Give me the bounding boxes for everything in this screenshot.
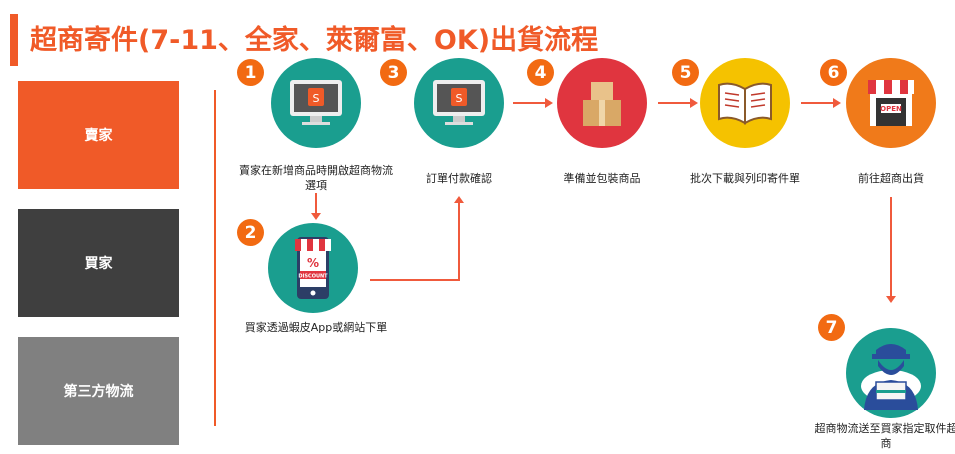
title-accent-bar	[10, 14, 18, 66]
store-open-icon: OPEN	[846, 58, 936, 148]
open-book-icon	[700, 58, 790, 148]
page-title: 超商寄件(7-11、全家、萊爾富、OK)出貨流程	[30, 25, 599, 56]
step-badge-6: 6	[820, 59, 847, 86]
courier-delivery-icon	[846, 328, 936, 418]
step-label-6: 前往超商出貨	[858, 172, 924, 185]
step-badge-7: 7	[818, 314, 845, 341]
step-badge-5: 5	[672, 59, 699, 86]
step-badge-4: 4	[527, 59, 554, 86]
step-label-7: 超商物流送至買家指定取件超商	[814, 422, 955, 450]
percent-glyph: %	[307, 256, 319, 270]
step-label-4: 準備並包裝商品	[563, 172, 641, 185]
lane-buyer: 買家	[18, 209, 179, 317]
step-label-5: 批次下載與列印寄件單	[690, 172, 800, 185]
step-label-2: 買家透過蝦皮App或網站下單	[244, 321, 388, 334]
computer-shop-icon: S	[414, 58, 504, 148]
lane-divider	[214, 90, 216, 426]
shop-s-glyph: S	[313, 92, 320, 105]
phone-discount-icon: % DISCOUNT	[268, 223, 358, 313]
open-sign-text: OPEN	[880, 105, 902, 113]
shop-s-glyph: S	[456, 92, 463, 105]
computer-shop-icon: S	[271, 58, 361, 148]
step-badge-2: 2	[237, 219, 264, 246]
package-boxes-icon	[557, 58, 647, 148]
step-label-3: 訂單付款確認	[426, 172, 492, 185]
step-label-1: 賣家在新增商品時開啟超商物流選項	[239, 164, 393, 192]
step-badge-3: 3	[380, 59, 407, 86]
lane-logistics: 第三方物流	[18, 337, 179, 445]
step-badge-1: 1	[237, 59, 264, 86]
lane-seller: 賣家	[18, 81, 179, 189]
discount-text: DISCOUNT	[298, 274, 328, 280]
